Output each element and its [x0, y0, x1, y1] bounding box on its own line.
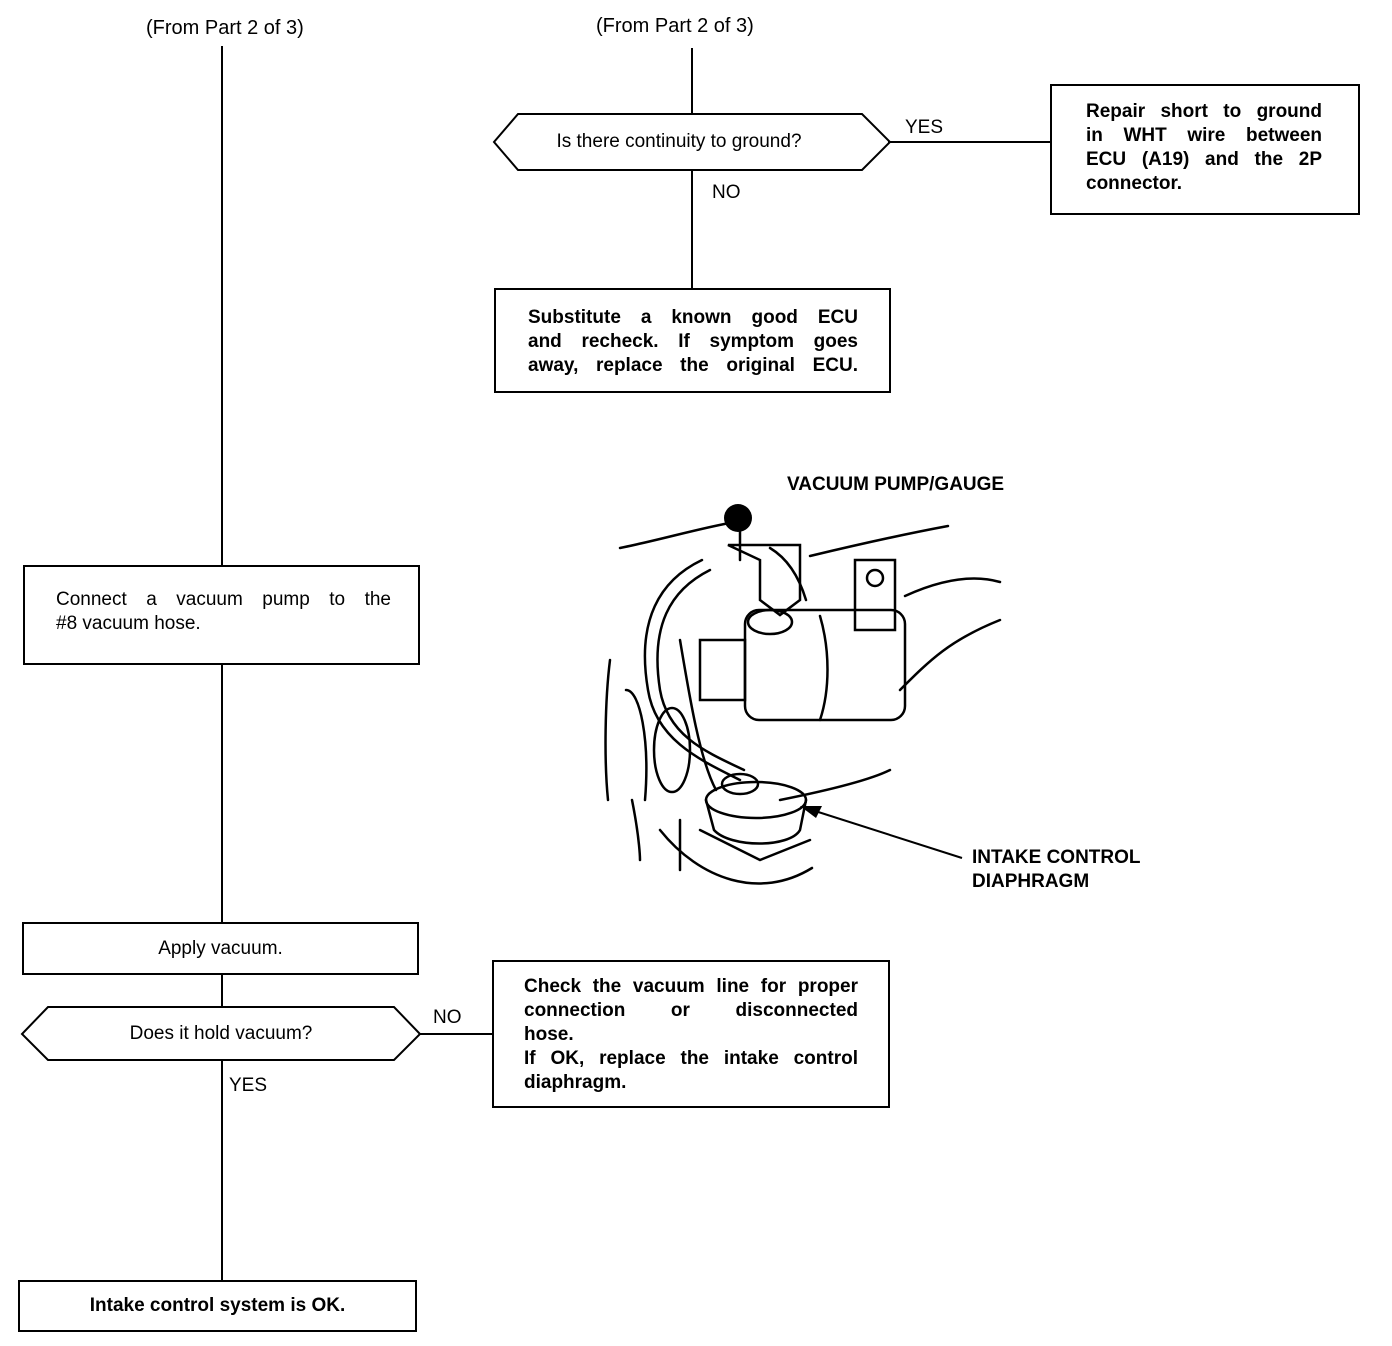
substitute-ecu-text-line-1: Substitute a known good ECU — [528, 307, 858, 328]
decision-continuity-no-label: NO — [712, 182, 741, 203]
decision-vacuum-text: Does it hold vacuum? — [129, 1023, 313, 1044]
apply-vacuum-text: Apply vacuum. — [158, 938, 283, 959]
pump-lever — [768, 546, 808, 602]
engine-outline-surface — [778, 768, 892, 802]
intake-control-diaphragm-label-line-1: INTAKE CONTROL — [972, 847, 1141, 868]
decision-vacuum-yes-label: YES — [229, 1075, 268, 1096]
apply-vacuum-box: Apply vacuum. — [22, 922, 419, 975]
connect-pump-box: Connect a vacuum pump to the #8 vacuum h… — [23, 565, 420, 665]
check-vacuum-text-line-3: hose. — [524, 1024, 574, 1045]
engine-outline-right-lower — [898, 618, 1002, 692]
engine-outline-bottom — [630, 798, 642, 862]
check-vacuum-text-line-1: Check the vacuum line for proper — [524, 976, 858, 997]
intake-runner — [678, 638, 718, 792]
vacuum-pump-gauge-label: VACUUM PUMP/GAUGE — [787, 474, 1005, 495]
engine-outline-lower — [658, 828, 814, 885]
bracket-hole — [865, 568, 885, 588]
repair-short-text-line-3: ECU (A19) and the 2P — [1086, 149, 1322, 170]
vacuum-hose-inner — [656, 568, 746, 772]
repair-short-box: Repair short to ground in WHT wire betwe… — [1050, 84, 1360, 215]
valve-cap — [746, 608, 794, 636]
check-vacuum-text-line-5: diaphragm. — [524, 1072, 627, 1093]
valve-line — [818, 614, 829, 722]
diaphragm-leader-line — [811, 809, 963, 859]
engine-outline-right — [903, 577, 1002, 598]
decision-vacuum-no-label: NO — [433, 1007, 462, 1028]
engine-outline-upper — [618, 520, 737, 550]
intake-pipe-end — [652, 706, 692, 794]
substitute-ecu-text-line-3: away, replace the original ECU. — [528, 355, 858, 376]
substitute-ecu-text-line-2: and recheck. If symptom goes — [528, 331, 858, 352]
repair-short-text-line-2: in WHT wire between — [1086, 125, 1322, 146]
decision-continuity-text: Is there continuity to ground? — [556, 131, 802, 152]
solenoid-bracket — [853, 558, 897, 632]
diaphragm-body — [704, 798, 808, 845]
system-ok-text: Intake control system is OK. — [89, 1295, 346, 1316]
intake-duct — [678, 818, 812, 872]
decision-vacuum-shape — [20, 1006, 422, 1061]
check-vacuum-text-line-4: If OK, replace the intake control — [524, 1048, 858, 1069]
engine-illustration — [604, 518, 1002, 885]
engine-outline-upper-right — [808, 524, 950, 558]
repair-short-text-line-4: connector. — [1086, 173, 1183, 194]
diaphragm-cap — [720, 772, 760, 796]
decision-continuity-shape — [492, 113, 892, 171]
pump-body — [727, 543, 802, 617]
intake-control-diaphragm-label-line-2: DIAPHRAGM — [972, 871, 1090, 892]
connector-plug — [698, 638, 747, 702]
system-ok-box: Intake control system is OK. — [18, 1280, 417, 1332]
substitute-ecu-box: Substitute a known good ECU and recheck.… — [494, 288, 891, 393]
diaphragm-arrowhead — [800, 806, 822, 818]
connect-pump-text-line-2: #8 vacuum hose. — [56, 613, 201, 634]
vacuum-hose-outer — [643, 558, 742, 782]
repair-short-text-line-1: Repair short to ground — [1086, 101, 1322, 122]
decision-continuity-yes-label: YES — [905, 117, 944, 138]
from-part-label-right: (From Part 2 of 3) — [596, 15, 754, 37]
pump-gauge-knob — [724, 504, 752, 532]
check-vacuum-text-line-2: connection or disconnected — [524, 1000, 858, 1021]
check-vacuum-line-box: Check the vacuum line for proper connect… — [492, 960, 890, 1108]
engine-outline-left — [604, 658, 612, 802]
intake-pipe-left — [624, 688, 648, 802]
connect-pump-text-line-1: Connect a vacuum pump to the — [56, 589, 391, 610]
from-part-label-left: (From Part 2 of 3) — [146, 17, 304, 39]
